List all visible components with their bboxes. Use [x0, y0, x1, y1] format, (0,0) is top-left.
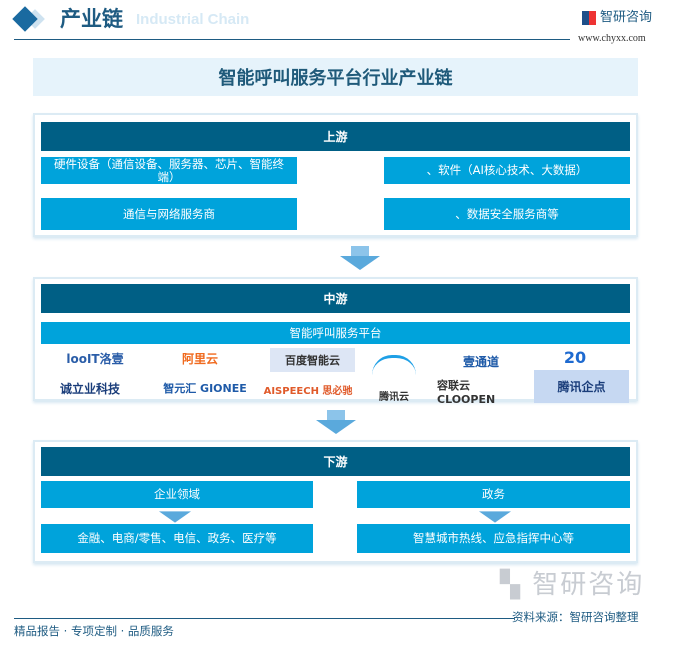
platform-bar: 智能呼叫服务平台 — [41, 322, 630, 344]
downstream-category: 政务 — [357, 481, 630, 508]
company-logo: 百度智能云 — [270, 348, 355, 372]
header-title: 产业链 — [60, 7, 123, 31]
downstream-detail: 智慧城市热线、应急指挥中心等 — [357, 524, 630, 553]
header-subtitle: Industrial Chain — [136, 11, 250, 28]
company-logo: 诚立业科技 — [59, 381, 120, 396]
down-arrow-icon — [479, 511, 511, 523]
brand-name: 智研咨询 — [600, 10, 653, 25]
upstream-item: 硬件设备（通信设备、服务器、芯片、智能终端） — [41, 157, 297, 184]
downstream-detail: 金融、电商/零售、电信、政务、医疗等 — [41, 524, 313, 553]
brand-logo: 智研咨询 — [582, 10, 652, 26]
company-logo: 阿里云 — [181, 351, 218, 366]
brand-logo-icon — [582, 11, 596, 25]
header-divider — [14, 39, 570, 40]
watermark-text: 智研咨询 — [532, 570, 645, 600]
down-arrow-icon — [159, 511, 191, 523]
company-logo: looIT洛壹 — [66, 351, 124, 366]
footer-divider — [14, 618, 514, 619]
watermark-mark-icon: ▚ — [500, 570, 533, 600]
company-logo: 腾讯云 — [372, 355, 416, 403]
midstream-header: 中游 — [41, 284, 630, 313]
downstream-header: 下游 — [41, 447, 630, 476]
company-logo: 容联云 CLOOPEN — [437, 378, 496, 406]
page-title: 智能呼叫服务平台行业产业链 — [33, 58, 638, 96]
footer-slogan: 精品报告 · 专项定制 · 品质服务 — [14, 624, 174, 638]
company-logo: 20 — [563, 347, 587, 367]
watermark-logo: ▚ 智研咨询 — [500, 570, 644, 600]
downstream-category: 企业领域 — [41, 481, 313, 508]
company-logo: 智元汇 GIONEE — [163, 382, 247, 395]
down-arrow-icon — [340, 246, 380, 270]
brand-url: www.chyxx.com — [578, 33, 646, 44]
upstream-item: 、数据安全服务商等 — [384, 198, 630, 230]
source-note: 资料来源：智研咨询整理 — [512, 610, 639, 624]
upstream-item: 通信与网络服务商 — [41, 198, 297, 230]
upstream-header: 上游 — [41, 122, 630, 151]
down-arrow-icon — [316, 410, 356, 434]
company-logo: 腾讯企点 — [534, 370, 629, 403]
company-logo: AISPEECH 思必驰 — [263, 385, 353, 397]
upstream-item: 、软件（AI核心技术、大数据） — [384, 157, 630, 184]
company-logo: 壹通道 — [462, 354, 499, 369]
